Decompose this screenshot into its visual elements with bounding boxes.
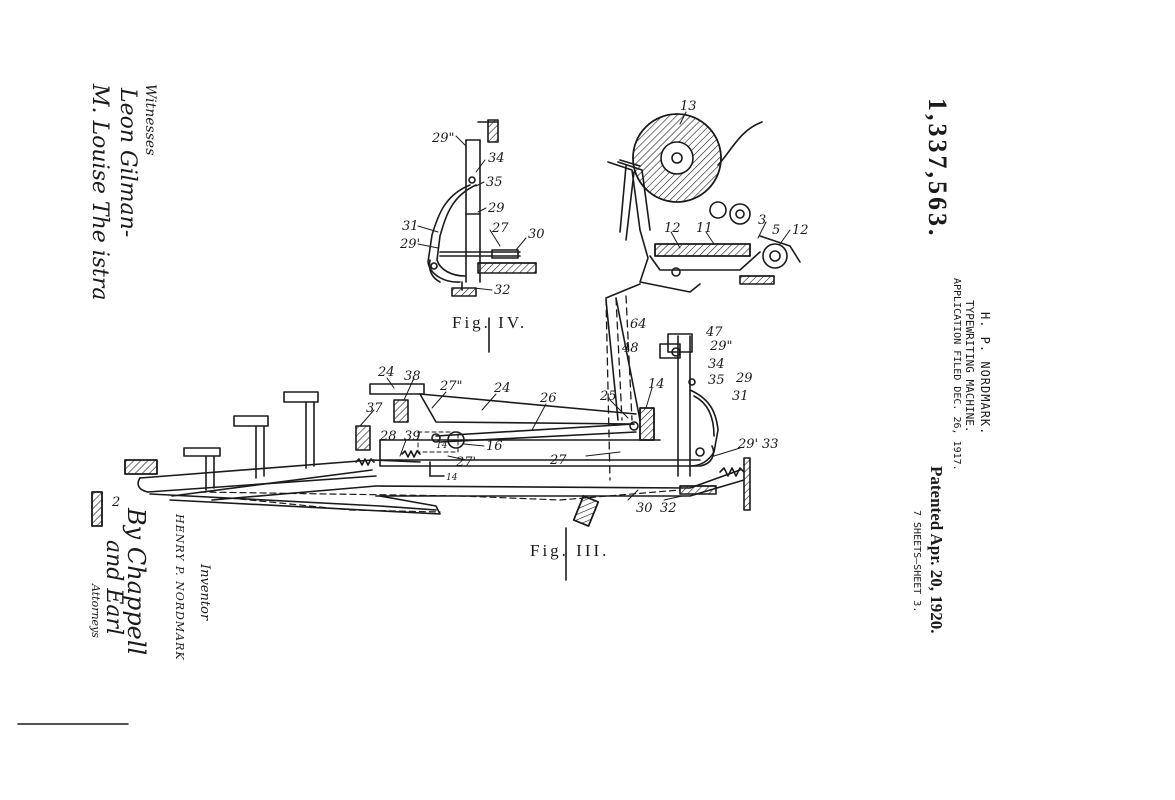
connecting-links (605, 295, 633, 481)
ref-38: 38 (404, 369, 421, 384)
ref-33: 33 (762, 437, 779, 452)
inventor-name: HENRY P. NORDMARK (173, 514, 186, 661)
ref-24b: 24 (493, 381, 511, 396)
ref-fig4-31: 31 (402, 219, 419, 234)
ref-fig4-35: 35 (486, 175, 503, 190)
witness-signature-2: M. Louise The istra (87, 84, 112, 301)
attorneys-label: Attorneys (89, 584, 102, 638)
ref-fig4-27: 27 (491, 221, 509, 236)
ref-14-right: 14 (648, 377, 665, 392)
ref-30: 30 (636, 501, 653, 516)
ref-fig4-29: 29 (487, 201, 505, 216)
ref-28: 28 (379, 429, 397, 444)
ref-top-3: 3 (758, 213, 766, 228)
ref-fig4-34: 34 (488, 151, 505, 166)
ref-14-main: 14 (436, 441, 448, 451)
witness-signature-1: Leon Gilman- (115, 88, 140, 238)
ref-32: 32 (660, 501, 677, 516)
fig4-leaders (417, 135, 527, 291)
ref-29dq: 29" (709, 339, 733, 354)
ref-47: 47 (705, 325, 723, 340)
top-leaders (670, 111, 791, 249)
ref-26: 26 (539, 391, 557, 406)
application-filed: APPLICATION FILED DEC. 26, 1917. (951, 278, 962, 471)
ref-35: 35 (708, 373, 725, 388)
ref-fig4-29p: 29' (399, 237, 420, 252)
ref-29p: 29' (737, 437, 758, 452)
ref-48: 48 (621, 341, 639, 356)
ref-29: 29 (735, 371, 753, 386)
ref-top-12a: 12 (664, 221, 681, 236)
attorney-signature-firm: and Earl (101, 540, 126, 636)
ref-16: 16 (486, 439, 503, 454)
patent-number: 1,337,563. (923, 98, 952, 239)
ref-27p: 27' (455, 455, 476, 470)
ref-27: 27 (549, 453, 567, 468)
figure-3 (91, 333, 751, 581)
figure-4 (417, 119, 537, 353)
inventor-header: H. P. NORDMARK. (978, 312, 992, 436)
ref-top-5: 5 (772, 223, 780, 238)
ref-top-12b: 12 (792, 223, 809, 238)
fig4-label: Fig. IV. (452, 313, 527, 332)
platen-roller-assembly (605, 111, 801, 299)
ref-fig4-29dq: 29" (431, 131, 455, 146)
sheet-count: 7 SHEETS—SHEET 3. (911, 510, 922, 613)
ref-39: 39 (404, 429, 421, 444)
ref-64: 64 (630, 317, 647, 332)
invention-title: TYPEWRITING MACHINE. (963, 300, 976, 433)
ref-34: 34 (708, 357, 725, 372)
fig3-label: Fig. III. (530, 541, 609, 560)
ref-top-11: 11 (696, 221, 713, 236)
ref-27dq: 27" (439, 379, 463, 394)
fig3-leaders (359, 377, 741, 501)
ref-25: 25 (599, 389, 617, 404)
ref-2: 2 (111, 495, 120, 510)
patented-date: Patented Apr. 20, 1920. (927, 466, 946, 634)
ref-24a: 24 (377, 365, 395, 380)
ref-fig4-30: 30 (528, 227, 545, 242)
witnesses-label: Witnesses (142, 84, 158, 156)
ref-fig4-32: 32 (494, 283, 511, 298)
ref-37: 37 (366, 401, 383, 416)
ref-top-13: 13 (680, 99, 697, 114)
inventor-label: Inventor (197, 564, 212, 621)
ref-14-lower: 14 (446, 473, 458, 483)
ref-31: 31 (732, 389, 749, 404)
attorney-signature-by: By Chappell (122, 508, 150, 656)
